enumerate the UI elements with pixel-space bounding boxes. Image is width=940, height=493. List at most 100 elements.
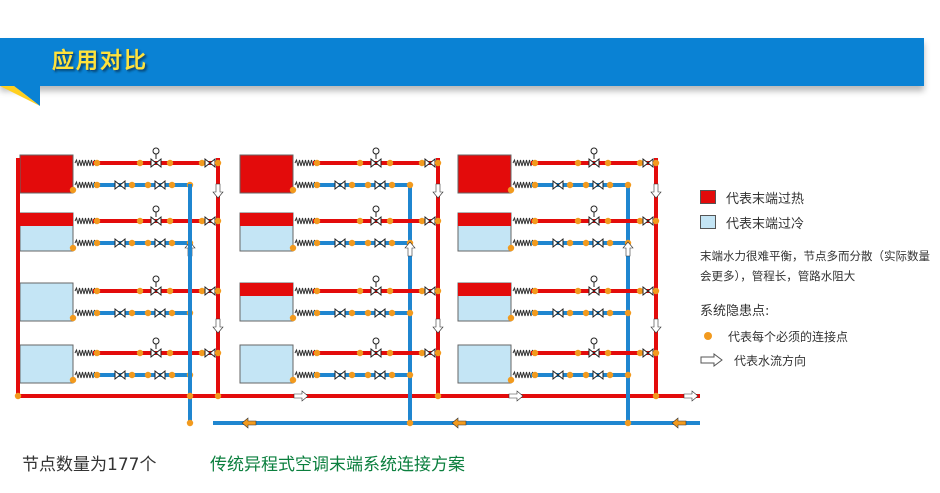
connection-node	[624, 371, 632, 379]
valve-icon	[374, 179, 386, 191]
valve-icon	[552, 307, 564, 319]
gauge-icon	[590, 337, 598, 345]
connection-node	[434, 392, 442, 400]
valve-icon	[592, 179, 604, 191]
connection-node	[93, 371, 101, 379]
connection-node	[386, 217, 394, 225]
connection-node	[128, 181, 136, 189]
terminal-unit-hot-part	[240, 283, 293, 296]
connection-node	[531, 217, 539, 225]
connection-node	[69, 376, 77, 384]
connection-node	[348, 239, 356, 247]
connection-node	[313, 349, 321, 357]
connection-node	[418, 287, 426, 295]
connection-node	[636, 159, 644, 167]
connection-node	[388, 239, 396, 247]
connection-node	[507, 376, 515, 384]
connection-node	[186, 419, 194, 427]
connection-node	[364, 239, 372, 247]
valve-icon	[424, 157, 436, 169]
terminal-unit-hot	[19, 154, 74, 194]
flex-hose	[512, 348, 535, 357]
gauge-icon	[372, 205, 380, 213]
connection-node	[14, 392, 22, 400]
valve-icon	[154, 369, 166, 381]
connection-node	[606, 371, 614, 379]
legend-flow-label: 代表水流方向	[734, 353, 807, 368]
valve-icon	[334, 179, 346, 191]
connection-node	[606, 239, 614, 247]
flow-arrow-icon	[212, 318, 224, 334]
connection-node	[604, 159, 612, 167]
connection-node	[348, 371, 356, 379]
diagram-caption: 传统异程式空调末端系统连接方案	[210, 455, 465, 475]
valve-icon	[154, 307, 166, 319]
connection-node	[604, 349, 612, 357]
connection-node	[289, 314, 297, 322]
connection-node	[531, 159, 539, 167]
valve-icon	[204, 215, 216, 227]
flex-hose	[512, 308, 535, 317]
connection-node	[406, 371, 414, 379]
flex-hose	[294, 348, 317, 357]
connection-node	[507, 314, 515, 322]
valve-icon	[150, 157, 162, 169]
valve-icon	[588, 215, 600, 227]
valve-icon	[114, 237, 126, 249]
flex-hose	[294, 370, 317, 379]
valve-icon	[374, 307, 386, 319]
flex-hose	[512, 370, 535, 379]
valve-icon	[334, 369, 346, 381]
connection-node	[289, 244, 297, 252]
valve-icon	[334, 307, 346, 319]
connection-node	[531, 181, 539, 189]
connection-node	[406, 309, 414, 317]
flex-hose	[294, 308, 317, 317]
valve-icon	[592, 369, 604, 381]
connection-node	[348, 309, 356, 317]
terminal-unit-hot	[457, 154, 512, 194]
connection-node	[289, 186, 297, 194]
connection-node	[606, 309, 614, 317]
connection-node	[434, 287, 442, 295]
connection-node	[582, 239, 590, 247]
flex-hose	[512, 238, 535, 247]
valve-icon	[204, 157, 216, 169]
connection-node	[356, 159, 364, 167]
terminal-unit-cold	[457, 344, 512, 384]
connection-node	[566, 181, 574, 189]
connection-node	[507, 244, 515, 252]
connection-node	[128, 309, 136, 317]
connection-node	[313, 181, 321, 189]
legend-cold-label: 代表末端过冷	[726, 216, 805, 232]
valve-icon	[114, 369, 126, 381]
valve-icon	[370, 347, 382, 359]
valve-icon	[370, 157, 382, 169]
flex-hose	[294, 238, 317, 247]
connection-node	[604, 287, 612, 295]
connection-node	[289, 376, 297, 384]
valve-icon	[370, 215, 382, 227]
valve-icon	[424, 347, 436, 359]
connection-node	[313, 287, 321, 295]
connection-node	[214, 217, 222, 225]
connection-node	[136, 287, 144, 295]
legend-node: 代表每个必须的连接点	[700, 327, 848, 345]
flex-hose	[74, 308, 97, 317]
gauge-icon	[152, 275, 160, 283]
gauge-icon	[152, 337, 160, 345]
connection-node	[69, 244, 77, 252]
flex-hose	[294, 180, 317, 189]
connection-node	[313, 217, 321, 225]
flex-hose	[512, 158, 535, 167]
connection-node	[386, 287, 394, 295]
flex-hose	[294, 158, 317, 167]
connection-node	[574, 159, 582, 167]
connection-node	[388, 181, 396, 189]
valve-icon	[592, 237, 604, 249]
connection-node	[168, 239, 176, 247]
flex-hose	[74, 348, 97, 357]
connection-node	[418, 217, 426, 225]
flex-hose	[512, 286, 535, 295]
connection-node	[386, 159, 394, 167]
